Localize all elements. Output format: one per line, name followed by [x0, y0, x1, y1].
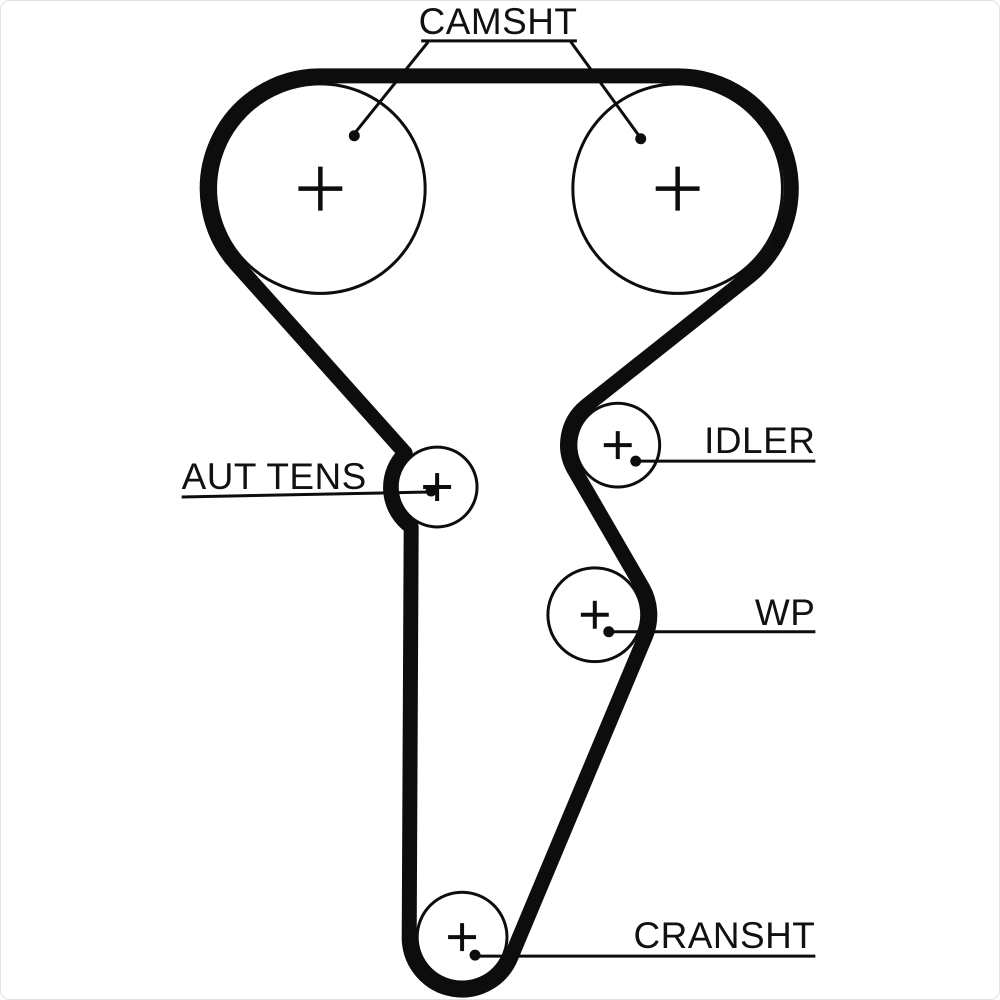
camshaft-leader-right: [569, 41, 641, 138]
camshaft-left-anchor-dot: [348, 130, 360, 142]
water-pump-anchor-dot: [603, 626, 615, 638]
camshaft-right-center-mark: [655, 166, 700, 211]
tensioner-label: AUT TENS: [182, 456, 367, 497]
camshaft-right-anchor-dot: [635, 133, 647, 145]
camshaft-leader-left: [353, 40, 430, 135]
camshaft-label: CAMSHT: [419, 1, 578, 42]
idler-center-mark: [603, 431, 632, 460]
crankshaft-anchor-dot: [469, 949, 481, 961]
camshaft-left-center-mark: [298, 166, 343, 211]
crankshaft-center-mark: [448, 923, 477, 952]
water-pump-label: WP: [755, 592, 815, 633]
tensioner-leader: [181, 490, 430, 499]
idler-label: IDLER: [704, 420, 815, 461]
tensioner-anchor-dot: [425, 485, 437, 497]
water-pump-center-mark: [580, 600, 609, 629]
idler-anchor-dot: [630, 455, 642, 467]
crankshaft-label: CRANSHT: [633, 915, 815, 956]
timing-belt: [199, 68, 799, 998]
